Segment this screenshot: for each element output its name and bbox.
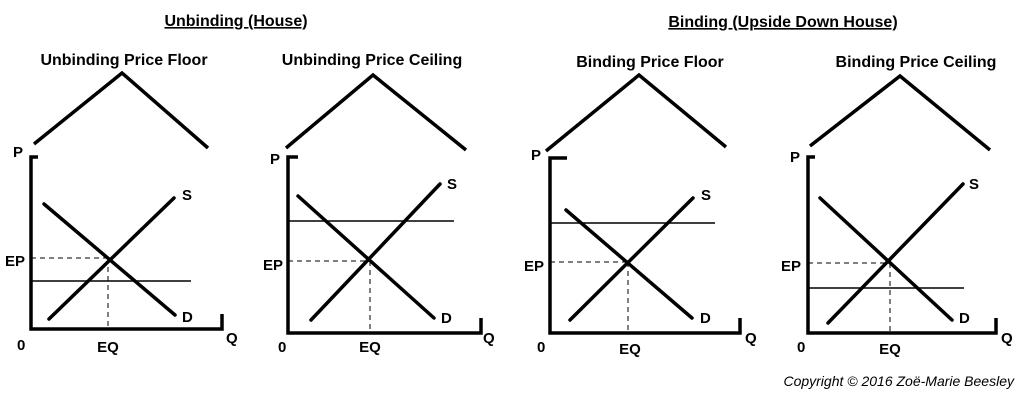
demand-curve [296, 194, 436, 320]
group-title-unbinding: Unbinding (House) [164, 13, 307, 30]
origin-label: 0 [278, 339, 286, 356]
eq-label: EQ [359, 339, 381, 356]
origin-label: 0 [17, 337, 25, 354]
quantity-axis-label: Q [745, 330, 757, 347]
axes [286, 155, 483, 335]
eq-label: EQ [97, 339, 119, 356]
quantity-axis-label: Q [483, 330, 495, 347]
panel-title: Unbinding Price Ceiling [282, 52, 462, 69]
axes [548, 156, 742, 335]
panel-title: Binding Price Floor [576, 54, 724, 71]
axes [806, 155, 998, 335]
quantity-axis-label: Q [226, 330, 238, 347]
supply-curve [568, 196, 695, 322]
ep-label: EP [5, 253, 25, 270]
demand-curve [818, 196, 954, 322]
copyright-notice: Copyright © 2016 Zoë-Marie Beesley [783, 373, 1015, 389]
supply-label: S [701, 187, 711, 204]
demand-curve [42, 202, 177, 317]
ep-label: EP [781, 258, 801, 275]
price-axis-label: P [531, 147, 541, 164]
panel-binding-price-floor: Binding Price Floor P S D EP 0 EQ Q [524, 54, 757, 358]
supply-curve [47, 196, 176, 321]
ep-label: EP [263, 257, 283, 274]
supply-curve [826, 182, 965, 325]
demand-label: D [182, 309, 193, 326]
supply-label: S [969, 176, 979, 193]
panel-binding-price-ceiling: Binding Price Ceiling P S D EP 0 EQ Q [781, 54, 1013, 358]
group-title-binding: Binding (Upside Down House) [668, 14, 897, 31]
house-roof [284, 72, 468, 152]
origin-label: 0 [537, 339, 545, 356]
eq-label: EQ [879, 341, 901, 358]
supply-curve [309, 182, 442, 322]
panel-title: Unbinding Price Floor [40, 52, 207, 69]
supply-label: S [182, 187, 192, 204]
demand-curve [564, 208, 694, 320]
demand-label: D [700, 310, 711, 327]
house-roof [544, 72, 728, 153]
quantity-axis-label: Q [1001, 330, 1013, 347]
price-axis-label: P [13, 144, 23, 161]
panel-unbinding-price-ceiling: Unbinding Price Ceiling P S D EP 0 EQ Q [263, 52, 495, 356]
house-roof [32, 70, 210, 150]
price-axis-label: P [270, 151, 280, 168]
origin-label: 0 [797, 339, 805, 356]
ep-label: EP [524, 258, 544, 275]
axes [29, 155, 224, 331]
supply-label: S [447, 176, 457, 193]
house-roof [808, 73, 992, 152]
panel-unbinding-price-floor: Unbinding Price Floor P S D EP 0 EQ Q [5, 52, 238, 356]
price-axis-label: P [790, 149, 800, 166]
demand-label: D [441, 310, 452, 327]
demand-label: D [959, 310, 970, 327]
eq-label: EQ [619, 341, 641, 358]
panel-title: Binding Price Ceiling [836, 54, 997, 71]
